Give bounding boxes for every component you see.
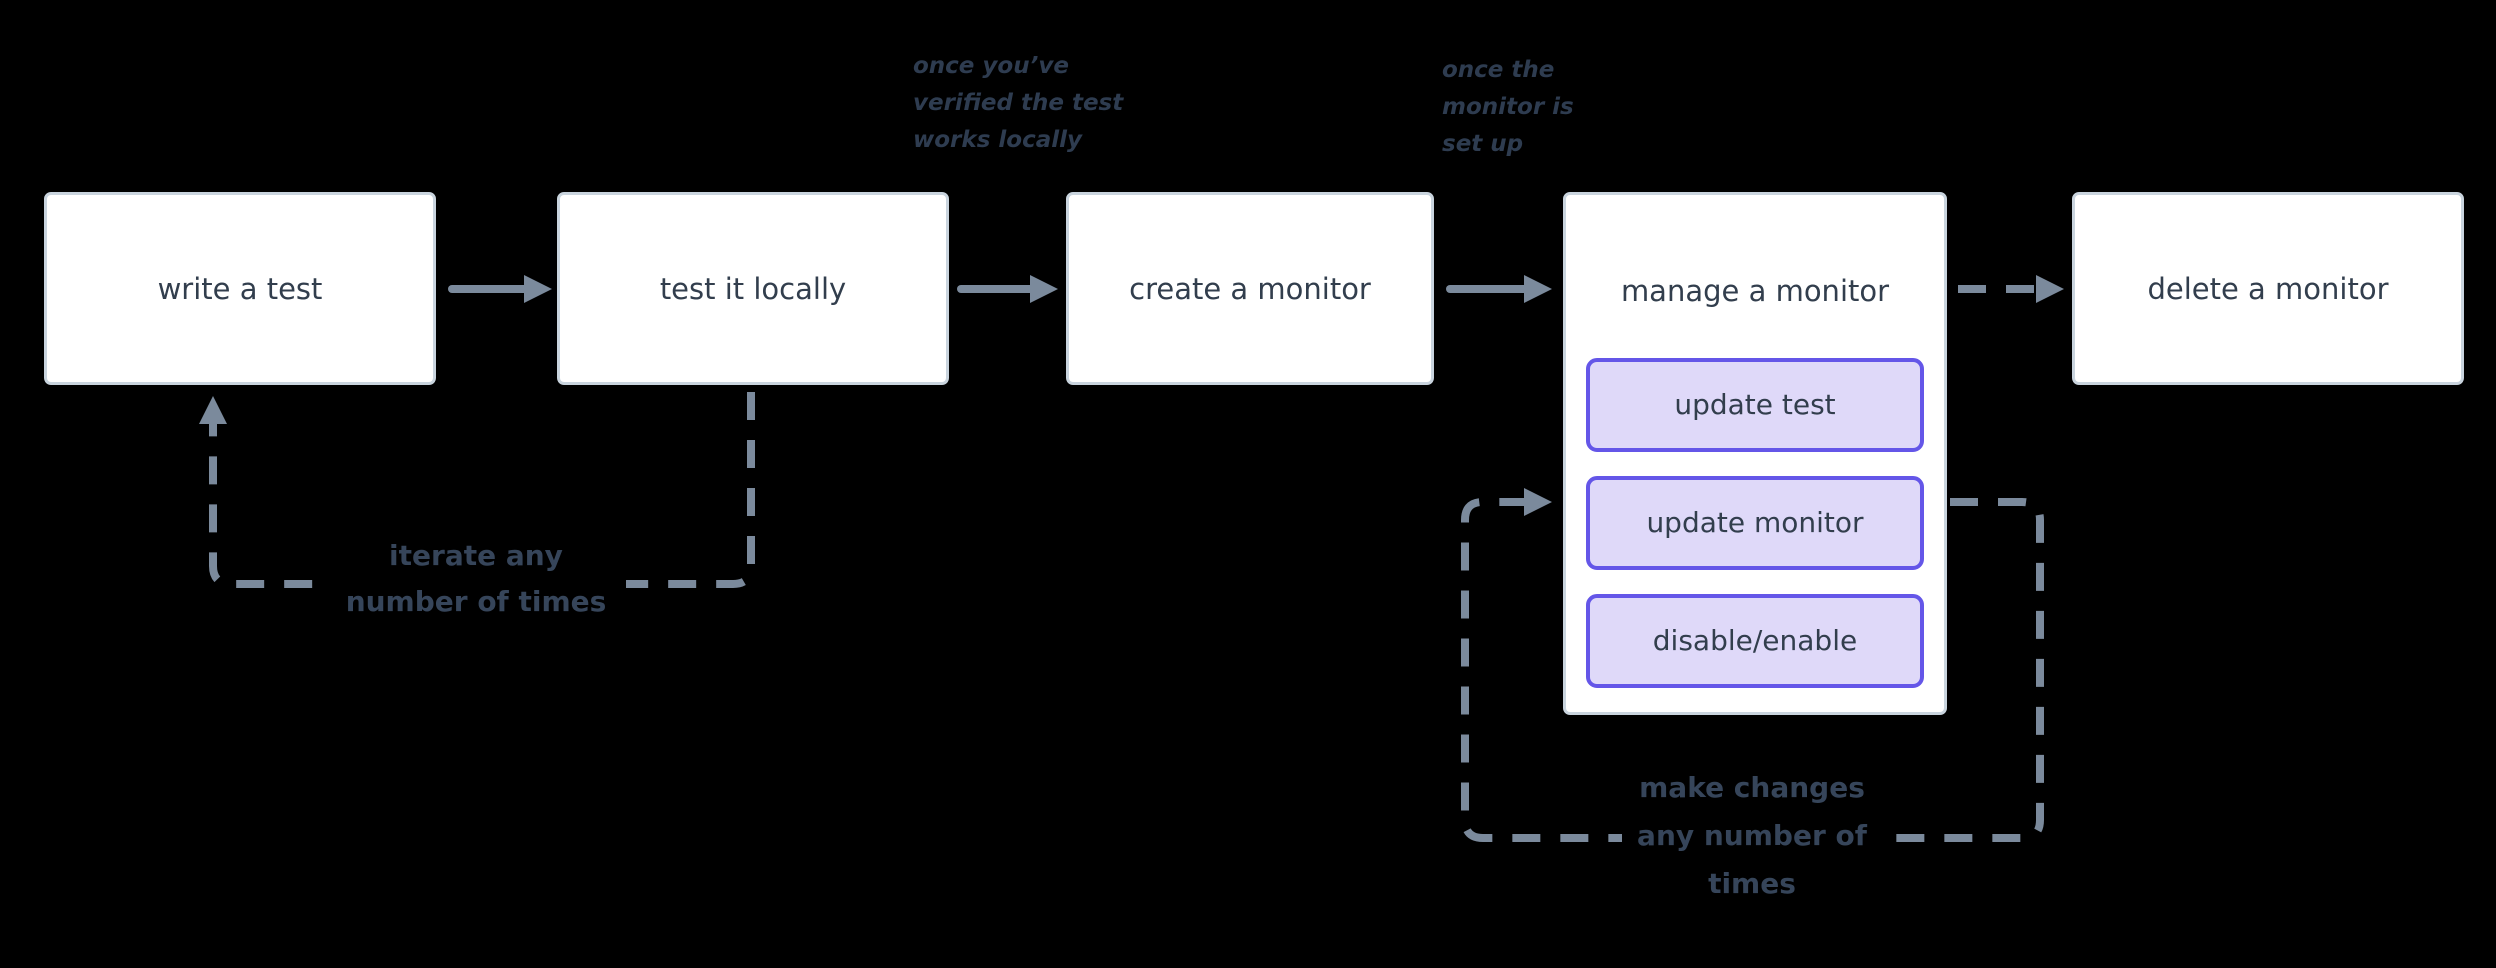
action-disable-enable-label: disable/enable: [1652, 624, 1858, 658]
arrow-write-to-test-head: [524, 275, 552, 303]
loop-label-iterate-line-2: number of times: [345, 585, 607, 618]
arrow-manage-to-delete-head: [2036, 275, 2064, 303]
arrow-test-to-create-head: [1030, 275, 1058, 303]
node-write-a-test: write a test: [44, 192, 436, 385]
loop-label-make-changes-line-2: any number of: [1637, 819, 1867, 852]
node-create-a-monitor: create a monitor: [1066, 192, 1434, 385]
action-update-monitor-label: update monitor: [1646, 506, 1864, 540]
annotation-verified-locally-line-2: verified the test: [913, 90, 1124, 116]
loop-make-changes-arrowhead: [1524, 488, 1552, 516]
loop-label-iterate: iterate any number of times: [326, 533, 626, 625]
loop-label-make-changes-line-1: make changes: [1639, 771, 1865, 804]
action-update-test-label: update test: [1674, 388, 1836, 422]
annotation-verified-locally: once you’ve verified the test works loca…: [913, 48, 1123, 159]
loop-label-make-changes: make changes any number of times: [1622, 764, 1882, 908]
node-create-a-monitor-label: create a monitor: [1129, 271, 1371, 306]
node-test-it-locally-label: test it locally: [659, 271, 847, 306]
node-delete-a-monitor: delete a monitor: [2072, 192, 2464, 385]
loop-label-make-changes-line-3: times: [1708, 867, 1796, 900]
annotation-monitor-set-up-line-1: once the: [1442, 57, 1555, 83]
node-delete-a-monitor-label: delete a monitor: [2147, 271, 2389, 306]
arrow-create-to-manage-head: [1524, 275, 1552, 303]
loop-iterate-arrowhead: [199, 396, 227, 424]
node-write-a-test-label: write a test: [157, 271, 323, 306]
node-test-it-locally: test it locally: [557, 192, 949, 385]
annotation-verified-locally-line-1: once you’ve: [913, 53, 1069, 79]
annotation-monitor-set-up: once the monitor is set up: [1442, 52, 1574, 163]
annotation-verified-locally-line-3: works locally: [913, 127, 1082, 153]
action-update-monitor: update monitor: [1586, 475, 1924, 570]
annotation-monitor-set-up-line-2: monitor is: [1442, 94, 1574, 120]
node-manage-a-monitor: manage a monitor update test update moni…: [1563, 192, 1947, 715]
action-update-test: update test: [1586, 357, 1924, 452]
node-manage-a-monitor-label: manage a monitor: [1620, 274, 1890, 309]
loop-label-iterate-line-1: iterate any: [389, 539, 563, 572]
action-disable-enable: disable/enable: [1586, 593, 1924, 688]
annotation-monitor-set-up-line-3: set up: [1442, 131, 1524, 157]
